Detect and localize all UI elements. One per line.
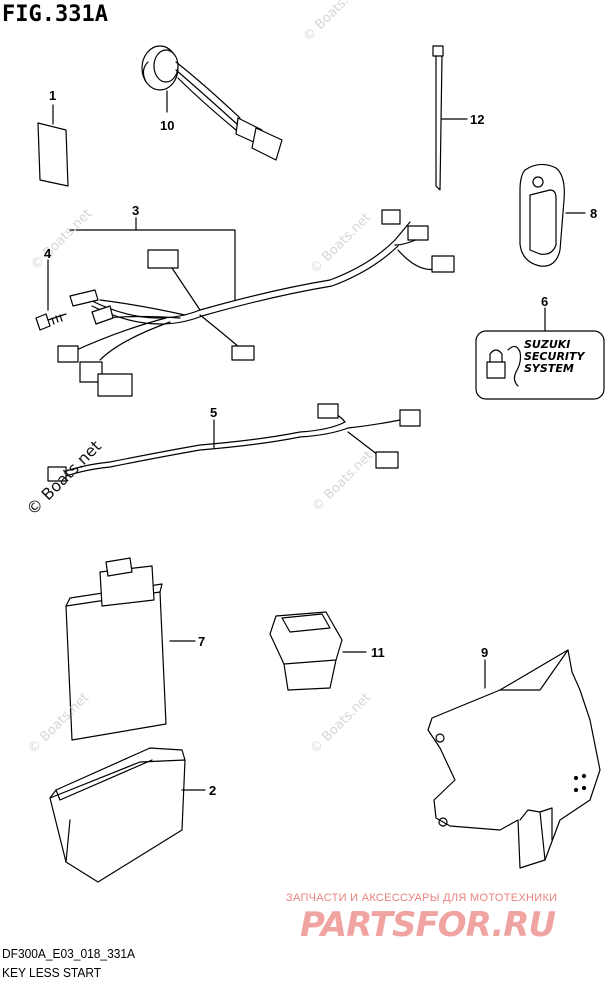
callout-5: 5 (210, 405, 218, 420)
part-6-security-label (475, 307, 605, 400)
part-2-tray (49, 747, 206, 883)
part-1-label-card (37, 104, 69, 187)
security-label-line1: SUZUKI (524, 338, 571, 351)
security-label-line3: SYSTEM (524, 362, 574, 375)
callout-9: 9 (481, 645, 489, 660)
part-4-screw (35, 259, 67, 331)
callout-12: 12 (470, 112, 485, 127)
callout-2: 2 (209, 783, 217, 798)
callout-8: 8 (590, 206, 598, 221)
callout-6: 6 (541, 294, 549, 309)
callout-4: 4 (44, 246, 52, 261)
callout-1: 1 (49, 88, 57, 103)
callout-10: 10 (160, 118, 175, 133)
part-3-main-harness (57, 209, 455, 397)
shop-banner-logo: PARTSFOR.RU (300, 905, 556, 945)
part-9-housing (427, 649, 601, 869)
part-8-key-fob (519, 163, 586, 267)
figure-title: FIG.331A (2, 2, 108, 27)
part-10-sensor-harness (141, 45, 283, 161)
security-label-text: SUZUKI SECURITY SYSTEM (524, 339, 584, 375)
callout-11: 11 (371, 645, 385, 660)
callout-7: 7 (198, 634, 206, 649)
part-11-switch (269, 611, 367, 691)
security-label-line2: SECURITY (524, 350, 585, 363)
diagram-code: DF300A_E03_018_331A (2, 946, 135, 961)
part-5-secondary-harness (47, 403, 421, 482)
part-7-control-module (65, 557, 196, 741)
shop-banner-subtitle: ЗАПЧАСТИ И АКСЕССУАРЫ ДЛЯ МОТОТЕХНИКИ (286, 892, 558, 904)
part-12-cable-tie (432, 45, 468, 191)
diagram-caption: KEY LESS START (2, 965, 102, 980)
callout-3: 3 (132, 203, 140, 218)
